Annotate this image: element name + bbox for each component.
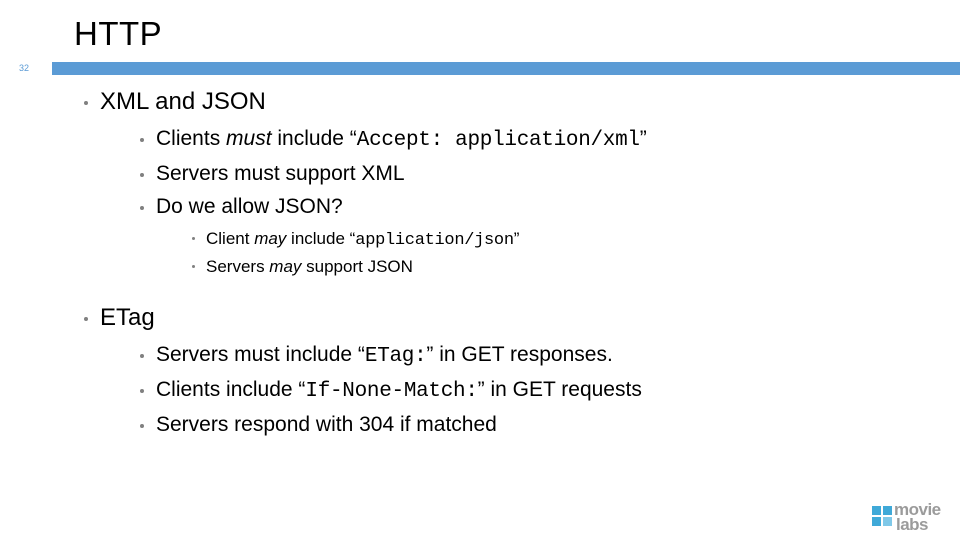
bullet-icon — [140, 138, 144, 142]
movielabs-logo: movie labs — [872, 500, 952, 534]
bullet-icon — [140, 424, 144, 428]
slide-body: XML and JSON Clients must include “Accep… — [0, 86, 960, 443]
list-item: Clients include “If-None-Match:” in GET … — [130, 375, 960, 407]
bullet-icon — [140, 206, 144, 210]
section-spacer — [0, 282, 960, 302]
section1-subsublist: Client may include “application/json” Se… — [184, 226, 960, 279]
header-divider — [0, 62, 960, 75]
bullet-icon — [84, 101, 88, 105]
list-item-text: Do we allow JSON? — [156, 195, 343, 218]
section2-list: ETag Servers must include “ETag:” in GET… — [70, 302, 960, 440]
list-item: Servers must include “ETag:” in GET resp… — [130, 340, 960, 372]
section1-heading: XML and JSON — [100, 88, 266, 115]
list-item: Servers must support XML — [130, 159, 960, 189]
section1-heading-item: XML and JSON Clients must include “Accep… — [70, 86, 960, 279]
list-item-text: Servers must include “ETag:” in GET resp… — [156, 343, 613, 368]
list-item-text: Clients must include “Accept: applicatio… — [156, 127, 647, 152]
logo-word-labs: labs — [896, 515, 929, 534]
section-xml-json: XML and JSON Clients must include “Accep… — [70, 86, 960, 279]
logo-word-movie: movie — [894, 500, 941, 519]
bullet-icon — [84, 317, 88, 321]
list-item-text: Client may include “application/json” — [206, 229, 520, 250]
section2-heading-item: ETag Servers must include “ETag:” in GET… — [70, 302, 960, 440]
list-item-text: Servers must support XML — [156, 162, 405, 185]
bullet-icon — [140, 173, 144, 177]
list-item-text: Servers may support JSON — [206, 257, 413, 276]
list-item: Do we allow JSON? Client may include “ap… — [130, 192, 960, 279]
bullet-icon — [140, 354, 144, 358]
bullet-icon — [192, 265, 195, 268]
logo-grid-icon — [872, 506, 894, 528]
list-item-text: Servers respond with 304 if matched — [156, 413, 497, 436]
section2-sublist: Servers must include “ETag:” in GET resp… — [130, 340, 960, 440]
section2-heading: ETag — [100, 304, 155, 331]
bullet-icon — [140, 389, 144, 393]
page-title: HTTP — [74, 15, 163, 52]
list-item: Client may include “application/json” — [184, 226, 960, 253]
list-item: Servers may support JSON — [184, 254, 960, 279]
list-item-text: Clients include “If-None-Match:” in GET … — [156, 378, 642, 403]
list-item: Clients must include “Accept: applicatio… — [130, 124, 960, 156]
slide-number: 32 — [0, 62, 48, 75]
list-item: Servers respond with 304 if matched — [130, 410, 960, 440]
section1-sublist: Clients must include “Accept: applicatio… — [130, 124, 960, 279]
bullet-icon — [192, 237, 195, 240]
section-etag: ETag Servers must include “ETag:” in GET… — [70, 302, 960, 440]
section1-list: XML and JSON Clients must include “Accep… — [70, 86, 960, 279]
header-accent-bar — [52, 62, 960, 75]
